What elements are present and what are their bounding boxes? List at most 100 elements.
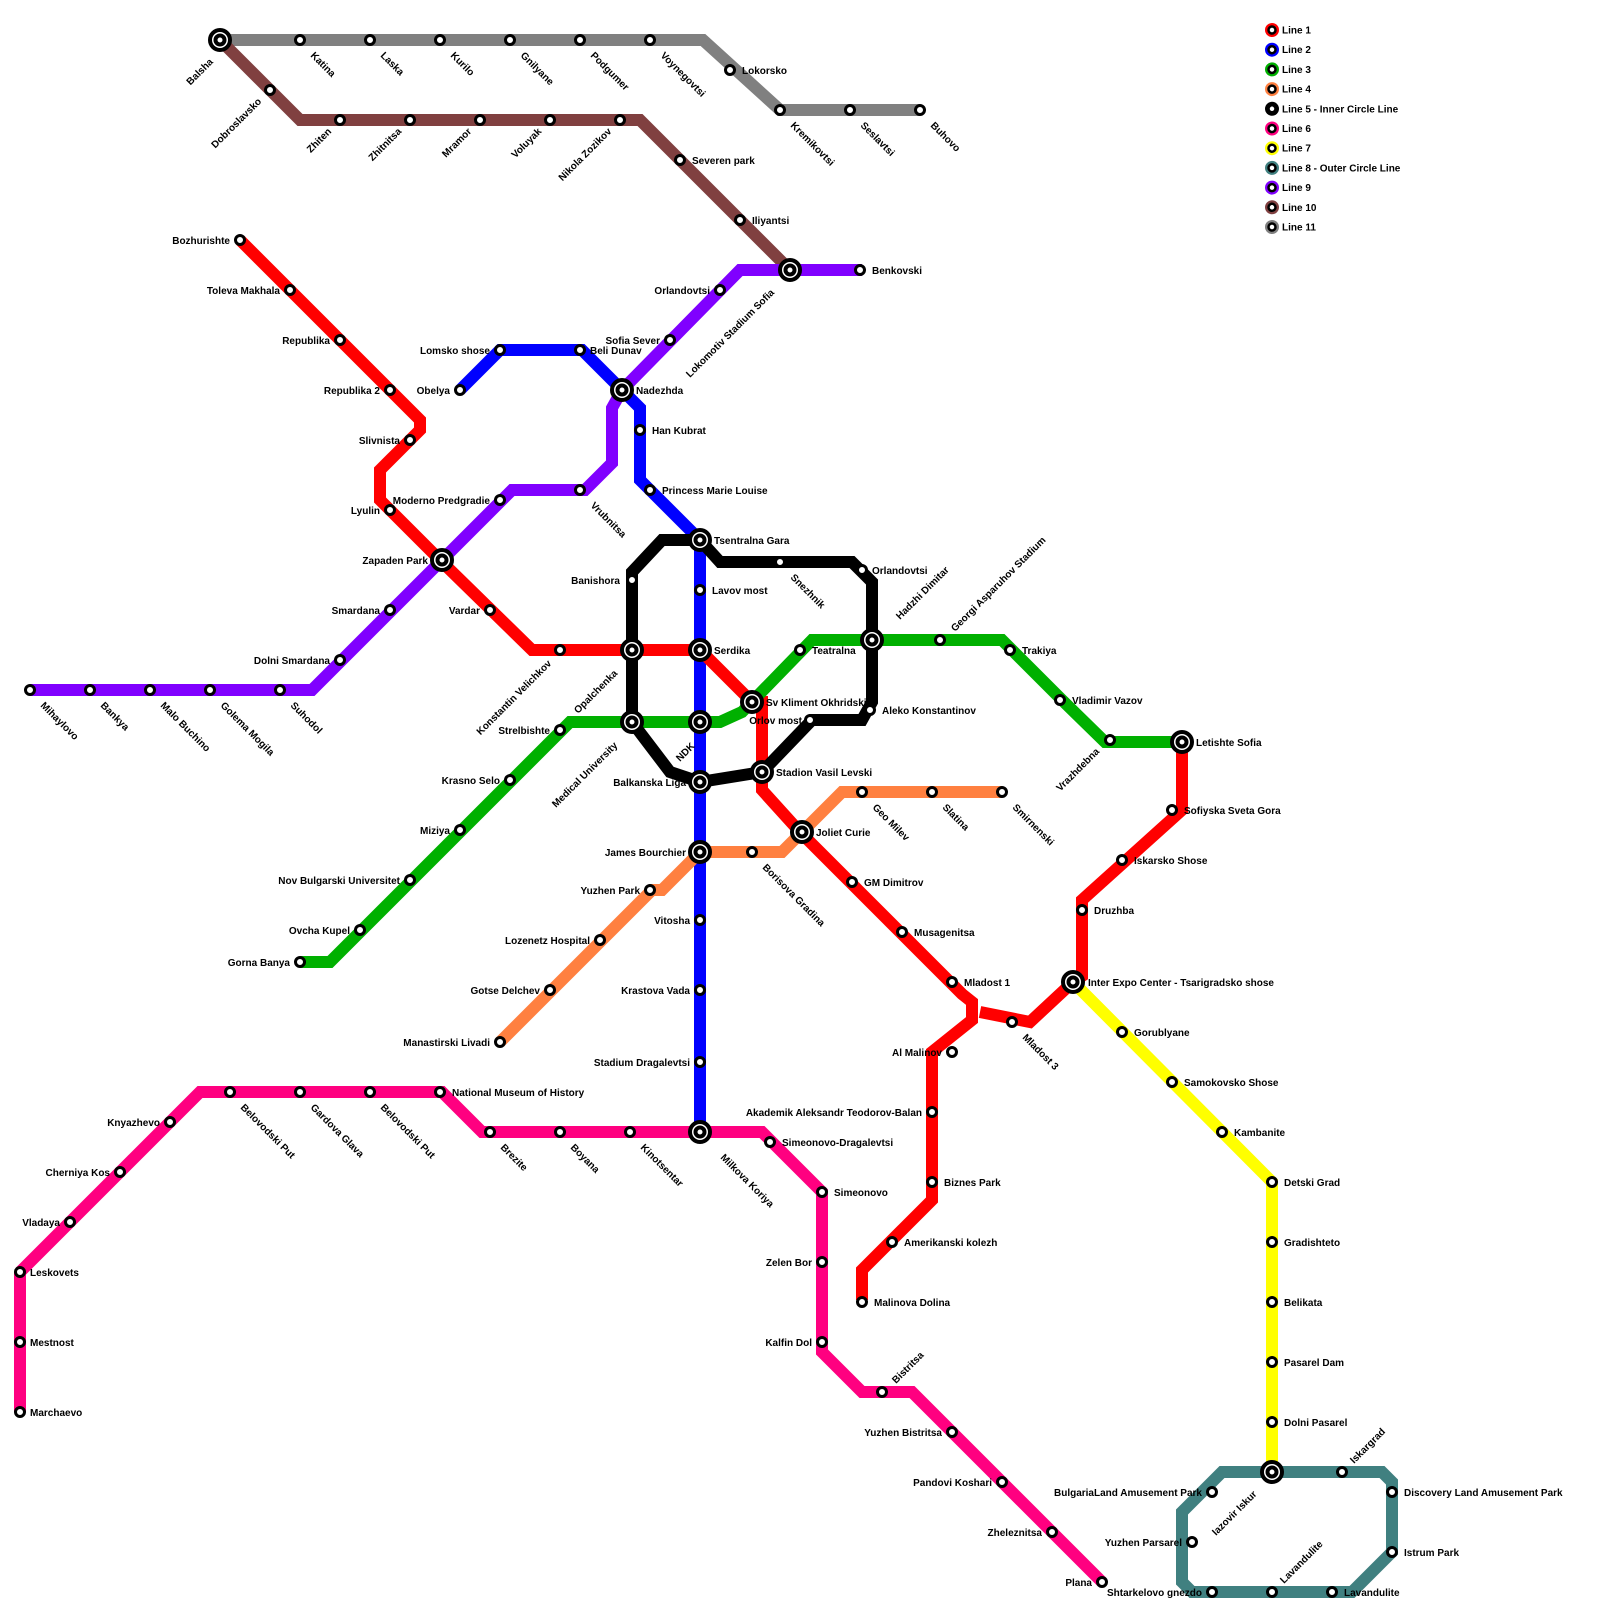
station-marker-zhiten[interactable] — [334, 114, 346, 126]
station-marker-lavandulite[interactable] — [1326, 1586, 1338, 1598]
station-marker-amerikanski-kolezh[interactable] — [886, 1236, 898, 1248]
station-marker-kalfin-dol[interactable] — [816, 1336, 828, 1348]
station-marker-manastirski-livadi[interactable] — [494, 1036, 506, 1048]
interchange-balsha[interactable] — [208, 28, 232, 52]
station-marker-al-malinov[interactable] — [946, 1046, 958, 1058]
station-marker-gm-dimitrov[interactable] — [846, 876, 858, 888]
interchange-banishora-serdika-west[interactable] — [620, 638, 644, 662]
interchange-milkova-koriya[interactable] — [688, 1120, 712, 1144]
station-marker-bulgarialand-amusement-park[interactable] — [1206, 1486, 1218, 1498]
station-marker-slatina[interactable] — [926, 786, 938, 798]
station-marker-sofia-sever[interactable] — [664, 334, 676, 346]
station-marker-snezhnik[interactable] — [774, 556, 786, 568]
station-marker-krastova-vada[interactable] — [694, 984, 706, 996]
interchange-hadzhi-dimitar[interactable] — [860, 628, 884, 652]
station-marker-samokovsko-shose[interactable] — [1166, 1076, 1178, 1088]
station-marker-iliyantsi[interactable] — [734, 214, 746, 226]
station-marker-republika[interactable] — [334, 334, 346, 346]
station-marker-bozhurishte[interactable] — [234, 234, 246, 246]
station-marker-benkovski[interactable] — [854, 264, 866, 276]
interchange-inter-expo-center-tsarigradsko-shose[interactable] — [1061, 970, 1085, 994]
station-marker-malinova-dolina[interactable] — [856, 1296, 868, 1308]
interchange-letishte-sofia[interactable] — [1170, 730, 1194, 754]
station-marker-mladost-3[interactable] — [1006, 1016, 1018, 1028]
station-marker-teatralna[interactable] — [794, 644, 806, 656]
station-marker-plana[interactable] — [1096, 1576, 1108, 1588]
station-marker-vardar[interactable] — [484, 604, 496, 616]
station-marker-mihaylovo[interactable] — [24, 684, 36, 696]
station-marker-kurilo[interactable] — [434, 34, 446, 46]
station-marker-boyana[interactable] — [554, 1126, 566, 1138]
interchange-nadezhda[interactable] — [610, 378, 634, 402]
station-marker-detski-grad[interactable] — [1266, 1176, 1278, 1188]
station-marker-vladaya[interactable] — [64, 1216, 76, 1228]
station-marker-national-museum-of-history[interactable] — [434, 1086, 446, 1098]
station-marker-lokorsko[interactable] — [724, 64, 736, 76]
station-marker-miziya[interactable] — [454, 824, 466, 836]
station-marker-simeonovo-dragalevtsi[interactable] — [764, 1136, 776, 1148]
station-marker-gardova-glava[interactable] — [294, 1086, 306, 1098]
station-marker-pandovi-koshari[interactable] — [996, 1476, 1008, 1488]
station-marker-iskarsko-shose[interactable] — [1116, 854, 1128, 866]
station-marker-voynegovtsi[interactable] — [644, 34, 656, 46]
station-marker-simeonovo[interactable] — [816, 1186, 828, 1198]
interchange-tsentralna-gara[interactable] — [688, 528, 712, 552]
station-marker-cherniya-kos[interactable] — [114, 1166, 126, 1178]
station-marker-istrum-park[interactable] — [1386, 1546, 1398, 1558]
station-marker-trakiya[interactable] — [1004, 644, 1016, 656]
station-marker-aleko-konstantinov[interactable] — [864, 704, 876, 716]
station-marker-ovcha-kupel[interactable] — [354, 924, 366, 936]
station-marker-slivnista[interactable] — [404, 434, 416, 446]
station-marker-knyazhevo[interactable] — [164, 1116, 176, 1128]
station-marker-zhitnitsa[interactable] — [404, 114, 416, 126]
station-marker-dolni-smardana[interactable] — [334, 654, 346, 666]
station-marker-vrazhdebna[interactable] — [1104, 734, 1116, 746]
station-marker-discovery-land-amusement-park[interactable] — [1386, 1486, 1398, 1498]
station-marker-gradishteto[interactable] — [1266, 1236, 1278, 1248]
station-marker-georgi-asparuhov-stadium[interactable] — [934, 634, 946, 646]
station-marker-smirnenski[interactable] — [996, 786, 1008, 798]
station-marker-orlov-most[interactable] — [804, 714, 816, 726]
station-marker-lomsko-shose[interactable] — [494, 344, 506, 356]
station-marker-kambanite[interactable] — [1216, 1126, 1228, 1138]
station-marker-banishora[interactable] — [626, 574, 638, 586]
station-marker-zelen-bor[interactable] — [816, 1256, 828, 1268]
station-marker-iskargrad[interactable] — [1336, 1466, 1348, 1478]
station-marker-gorna-banya[interactable] — [294, 956, 306, 968]
station-marker-laska[interactable] — [364, 34, 376, 46]
interchange-serdika[interactable] — [688, 638, 712, 662]
station-marker-brezite[interactable] — [484, 1126, 496, 1138]
station-marker-orlandovtsi[interactable] — [714, 284, 726, 296]
station-marker-lozenetz-hospital[interactable] — [594, 934, 606, 946]
station-marker-bistritsa[interactable] — [876, 1386, 888, 1398]
station-marker-stadium-dragalevtsi[interactable] — [694, 1056, 706, 1068]
station-marker-yuzhen-parsarel[interactable] — [1186, 1536, 1198, 1548]
station-marker-han-kubrat[interactable] — [634, 424, 646, 436]
station-marker-malo-buchino[interactable] — [144, 684, 156, 696]
station-marker-akademik-aleksandr-teodorov-balan[interactable] — [926, 1106, 938, 1118]
interchange-opalchenka[interactable] — [620, 710, 644, 734]
station-marker-vitosha[interactable] — [694, 914, 706, 926]
station-marker-beli-dunav[interactable] — [574, 344, 586, 356]
station-marker-gnilyane[interactable] — [504, 34, 516, 46]
station-marker-konstantin-velichkov[interactable] — [554, 644, 566, 656]
station-marker-seslavtsi[interactable] — [844, 104, 856, 116]
station-marker-nov-bulgarski-universitet[interactable] — [404, 874, 416, 886]
interchange-joliet-curie[interactable] — [790, 820, 814, 844]
station-marker-orlandovtsi[interactable] — [856, 564, 868, 576]
interchange-zapaden-park[interactable] — [430, 548, 454, 572]
station-marker-pasarel-dam[interactable] — [1266, 1356, 1278, 1368]
station-marker-yuzhen-bistritsa[interactable] — [946, 1426, 958, 1438]
station-marker-princess-marie-louise[interactable] — [644, 484, 656, 496]
station-marker-marchaevo[interactable] — [14, 1406, 26, 1418]
station-marker-lavov-most[interactable] — [694, 584, 706, 596]
station-marker-mramor[interactable] — [474, 114, 486, 126]
station-marker-lavandulite[interactable] — [1266, 1586, 1278, 1598]
station-marker-podgumer[interactable] — [574, 34, 586, 46]
station-marker-toleva-makhala[interactable] — [284, 284, 296, 296]
station-marker-kremikovtsi[interactable] — [774, 104, 786, 116]
station-marker-shtarkelovo-gnezdo[interactable] — [1206, 1586, 1218, 1598]
station-marker-suhodol[interactable] — [274, 684, 286, 696]
station-marker-sofiyska-sveta-gora[interactable] — [1166, 804, 1178, 816]
station-marker-nikola-zozikov[interactable] — [614, 114, 626, 126]
